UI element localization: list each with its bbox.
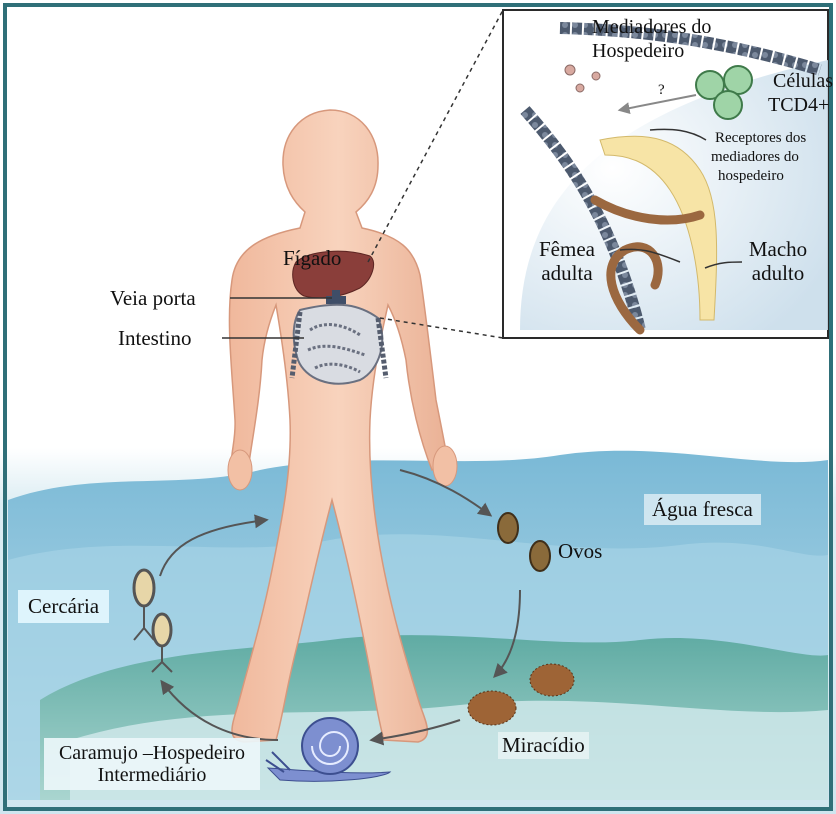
- label-caramujo: Caramujo –Hospedeiro Intermediário: [44, 738, 260, 790]
- label-ovos: Ovos: [558, 540, 602, 563]
- label-intestino: Intestino: [118, 327, 192, 350]
- intestine: [292, 305, 386, 384]
- label-caramujo-line2: Intermediário: [52, 764, 252, 786]
- label-receptores-line2: mediadores do: [711, 149, 799, 166]
- label-receptores-line3: hospedeiro: [718, 168, 784, 185]
- label-receptores-line1: Receptores dos: [715, 130, 806, 147]
- label-cercaria: Cercária: [18, 590, 109, 623]
- label-veia-porta: Veia porta: [110, 287, 196, 310]
- label-femea-line1: Fêmea: [535, 238, 599, 261]
- label-celulas-line2: TCD4+: [768, 94, 829, 116]
- label-celulas-line1: Células: [773, 70, 833, 92]
- label-macho-line2: adulto: [742, 262, 814, 285]
- label-mediadores-line2: Hospedeiro: [592, 40, 684, 62]
- label-mediadores-line1: Mediadores do: [592, 16, 711, 38]
- label-agua-fresca: Água fresca: [644, 494, 761, 525]
- label-macho-line1: Macho: [742, 238, 814, 261]
- question-mark: ?: [658, 82, 665, 99]
- label-miracidio: Miracídio: [498, 732, 589, 759]
- label-femea-line2: adulta: [535, 262, 599, 285]
- label-caramujo-line1: Caramujo –Hospedeiro: [52, 742, 252, 764]
- label-figado: Fígado: [283, 247, 341, 270]
